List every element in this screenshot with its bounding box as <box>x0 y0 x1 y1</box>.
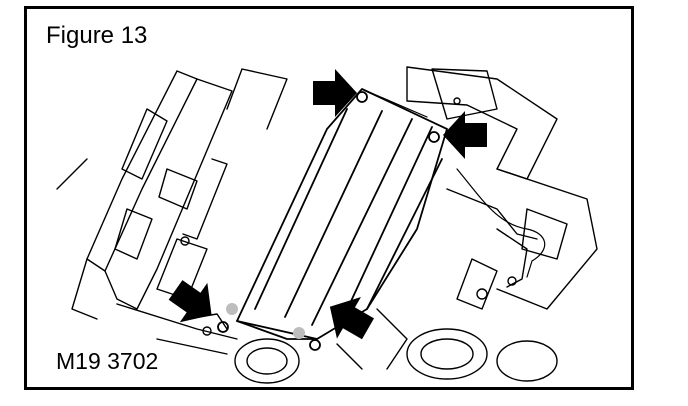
arrow-top-right <box>443 111 487 159</box>
heat-shield <box>217 88 448 351</box>
wire <box>456 168 546 278</box>
figure-title: Figure 13 <box>43 23 151 49</box>
arrow-bottom-right <box>329 297 374 340</box>
arrow-bottom-left <box>168 280 212 323</box>
left-chassis-rail <box>56 68 288 320</box>
figure-reference-code: M19 3702 <box>53 349 162 374</box>
exhaust-pipes <box>116 303 558 384</box>
fastener-shading <box>226 303 305 339</box>
fastener-arrows <box>168 69 487 340</box>
exhaust-heat-shield-illustration <box>56 66 598 384</box>
right-chassis-rail <box>406 66 598 310</box>
arrow-top-left <box>313 69 357 117</box>
figure-frame: Figure 13 M19 3702 <box>24 6 634 390</box>
